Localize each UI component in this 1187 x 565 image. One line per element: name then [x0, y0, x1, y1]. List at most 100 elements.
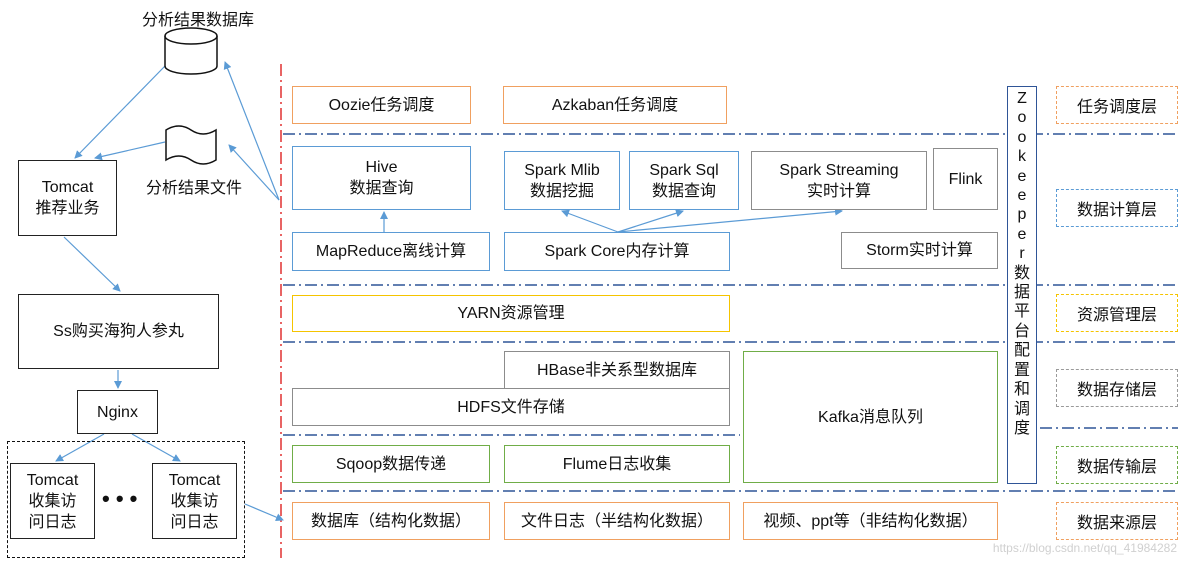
layer-label-transport: 数据传输层	[1056, 446, 1178, 484]
spark-sql-title: Spark Sql	[649, 161, 719, 179]
tomcat-cluster-frame	[7, 441, 245, 558]
spark-core-box: Spark Core内存计算	[504, 232, 730, 271]
sqoop-box: Sqoop数据传递	[292, 445, 490, 483]
tomcat-log-a-line1: 收集访	[28, 492, 77, 510]
arrow-core-to-streaming	[617, 207, 843, 233]
zk-char: 置	[1013, 361, 1030, 379]
zk-char: 配	[1013, 342, 1030, 360]
oozie-label: Oozie任务调度	[328, 96, 435, 114]
yarn-box: YARN资源管理	[292, 295, 730, 332]
spark-mlib-subtitle: 数据挖掘	[529, 182, 594, 200]
layer-label-scheduling: 任务调度层	[1056, 86, 1178, 124]
azkaban-label: Azkaban任务调度	[551, 96, 679, 114]
spark-mlib-box: Spark Mlib 数据挖掘	[504, 151, 620, 210]
mapreduce-box: MapReduce离线计算	[292, 232, 490, 271]
arrow-tomcat-to-shop	[63, 236, 121, 292]
layer-label-resource: 资源管理层	[1056, 294, 1178, 332]
arrow-platform-to-file	[228, 144, 280, 201]
watermark: https://blog.csdn.net/qq_41984282	[992, 541, 1177, 555]
zk-char: 调	[1013, 400, 1030, 418]
tomcat-log-a-title: Tomcat	[26, 471, 79, 489]
zk-char: 据	[1013, 284, 1030, 302]
zk-char: k	[1018, 148, 1026, 166]
spark-streaming-subtitle: 实时计算	[806, 182, 871, 200]
arrow-core-to-sql	[617, 209, 684, 233]
source-media-box: 视频、ppt等（非结构化数据）	[743, 502, 998, 540]
shop-label: Ss购买海狗人参丸	[53, 323, 184, 340]
arrow-nginx-to-tomcat-a	[55, 433, 105, 462]
hbase-box: HBase非关系型数据库	[504, 351, 730, 389]
hive-subtitle: 数据查询	[349, 180, 414, 197]
yarn-label: YARN资源管理	[457, 305, 565, 322]
zk-char: Z	[1017, 90, 1027, 107]
flume-label: Flume日志收集	[562, 455, 672, 473]
layer-label-compute: 数据计算层	[1056, 189, 1178, 227]
file-icon	[165, 125, 217, 165]
database-icon	[164, 27, 218, 75]
spark-sql-subtitle: 数据查询	[651, 182, 716, 200]
layer-label-source: 数据来源层	[1056, 502, 1178, 540]
zookeeper-bar: Z o o k e e p e r 数 据 平 台 配 置 和 调 度	[1007, 86, 1037, 484]
arrow-logs-to-sources	[244, 503, 284, 521]
storm-label: Storm实时计算	[866, 242, 973, 259]
file-label: 分析结果文件	[146, 180, 243, 197]
tomcat-log-b-line2: 问日志	[170, 513, 219, 531]
flume-box: Flume日志收集	[504, 445, 730, 483]
tomcat-log-box-b: Tomcat 收集访 问日志	[152, 463, 237, 539]
hive-box: Hive 数据查询	[292, 146, 471, 210]
zk-char: e	[1017, 225, 1027, 243]
source-logs-box: 文件日志（半结构化数据）	[504, 502, 730, 540]
hdfs-label: HDFS文件存储	[457, 398, 565, 416]
kafka-label: Kafka消息队列	[818, 408, 923, 426]
nginx-label: Nginx	[97, 403, 138, 421]
storm-box: Storm实时计算	[841, 232, 998, 269]
kafka-box: Kafka消息队列	[743, 351, 998, 483]
spark-sql-box: Spark Sql 数据查询	[629, 151, 739, 210]
zk-char: 度	[1013, 419, 1030, 437]
zk-char: e	[1017, 187, 1027, 205]
mapreduce-label: MapReduce离线计算	[315, 243, 467, 260]
layer-storage-text: 数据存储层	[1076, 382, 1157, 399]
spark-streaming-box: Spark Streaming 实时计算	[751, 151, 927, 210]
source-db-box: 数据库（结构化数据）	[292, 502, 490, 540]
nginx-box: Nginx	[77, 390, 158, 434]
tomcat-recommend-title: Tomcat	[41, 179, 94, 196]
hbase-label: HBase非关系型数据库	[536, 361, 698, 379]
tomcat-log-b-title: Tomcat	[168, 471, 221, 489]
zk-char: 平	[1013, 303, 1030, 321]
shop-box: Ss购买海狗人参丸	[18, 294, 219, 369]
flink-label: Flink	[948, 170, 983, 188]
azkaban-box: Azkaban任务调度	[503, 86, 727, 124]
zk-char: e	[1017, 167, 1027, 185]
oozie-box: Oozie任务调度	[292, 86, 471, 124]
tomcat-recommend-subtitle: 推荐业务	[35, 200, 100, 217]
spark-streaming-title: Spark Streaming	[779, 161, 899, 179]
zk-char: p	[1017, 206, 1027, 224]
tomcat-recommend-box: Tomcat 推荐业务	[18, 160, 117, 236]
tomcat-log-a-line2: 问日志	[28, 513, 77, 531]
ellipsis-dots: • • •	[102, 486, 138, 511]
zk-char: 和	[1013, 381, 1030, 399]
layer-resource-text: 资源管理层	[1076, 307, 1157, 324]
tomcat-log-b-line1: 收集访	[170, 492, 219, 510]
spark-core-label: Spark Core内存计算	[544, 243, 690, 260]
hive-title: Hive	[365, 159, 398, 176]
arrow-nginx-to-tomcat-b	[131, 433, 181, 462]
layer-scheduling-text: 任务调度层	[1076, 99, 1157, 116]
tomcat-log-box-a: Tomcat 收集访 问日志	[10, 463, 95, 539]
zk-char: 数	[1013, 264, 1030, 282]
source-db-label: 数据库（结构化数据）	[310, 512, 471, 530]
flink-box: Flink	[933, 148, 998, 210]
sqoop-label: Sqoop数据传递	[335, 455, 447, 473]
zk-char: o	[1017, 109, 1027, 127]
spark-mlib-title: Spark Mlib	[524, 161, 600, 179]
source-media-label: 视频、ppt等（非结构化数据）	[763, 512, 978, 530]
source-logs-label: 文件日志（半结构化数据）	[520, 512, 713, 530]
zk-char: 台	[1013, 322, 1030, 340]
layer-transport-text: 数据传输层	[1076, 459, 1157, 476]
layer-compute-text: 数据计算层	[1076, 202, 1157, 219]
zk-char: o	[1017, 128, 1027, 146]
layer-source-text: 数据来源层	[1076, 515, 1157, 532]
arrow-platform-to-db	[223, 61, 280, 201]
